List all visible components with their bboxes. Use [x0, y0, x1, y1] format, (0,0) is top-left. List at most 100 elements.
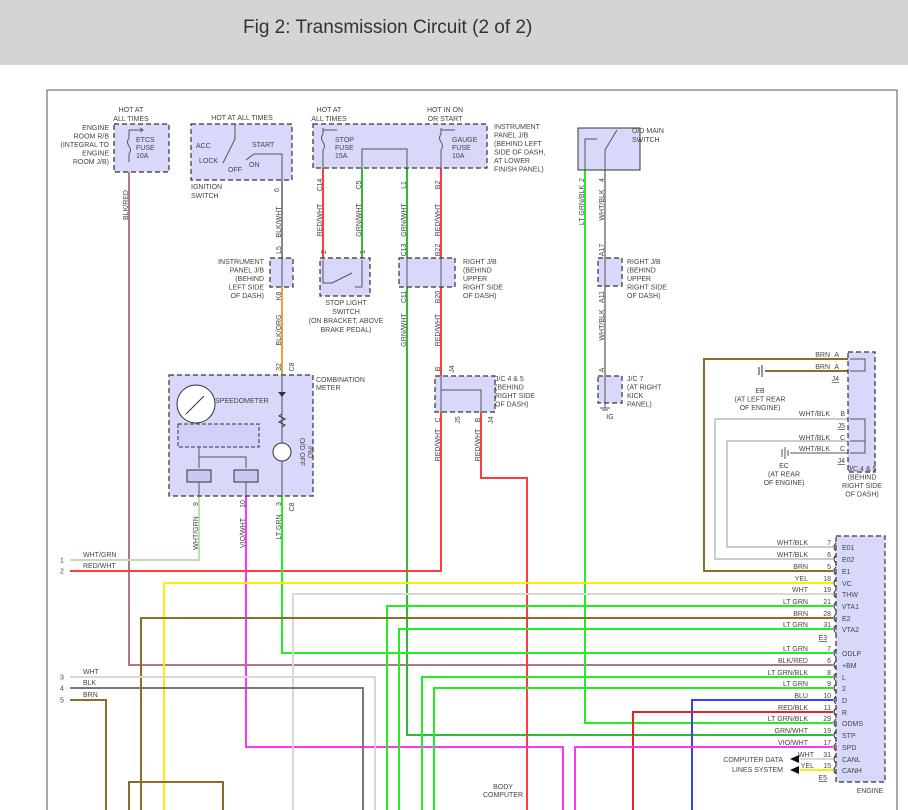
wire-label-wht-grn: WHT/GRN — [193, 516, 200, 549]
connector-symbol — [833, 672, 837, 682]
wire-label-red-wht-1: RED/WHT — [317, 203, 324, 236]
svg-text:B: B — [840, 411, 845, 418]
pin-name: VC — [842, 581, 852, 588]
pin-name: THW — [842, 592, 858, 599]
wire-label-meter-3: 3 — [276, 502, 283, 506]
svg-text:1: 1 — [360, 250, 367, 254]
pin-name: D — [842, 698, 847, 705]
connector-symbol — [833, 624, 837, 634]
pin-name: E2 — [842, 616, 851, 623]
wire-label-l5: L5 — [276, 246, 283, 254]
wire-brn-bottom-box — [128, 781, 224, 810]
pin-wire: RED/BLK — [778, 705, 808, 712]
pin-number: 19 — [823, 728, 831, 735]
pin-wire: YEL — [795, 576, 808, 583]
wire-lt-grn-vta2 — [398, 628, 833, 810]
left-line-wire: RED/WHT — [83, 563, 116, 570]
pin-name: SPD — [842, 745, 856, 752]
pin-number: 6 — [827, 658, 831, 665]
wire-label-blk-red: BLK/RED — [123, 190, 130, 220]
wire-label-blk-org: BLK/ORG — [276, 314, 283, 345]
svg-text:J4: J4 — [832, 376, 840, 383]
svg-text:BRN: BRN — [815, 352, 830, 359]
left-line-wire: WHT — [83, 669, 100, 676]
page-title: Fig 2: Transmission Circuit (2 of 2) — [243, 17, 533, 38]
wire-lt-grn-blk-odms — [584, 170, 833, 724]
wires — [70, 168, 848, 810]
pin-name: R — [842, 710, 847, 717]
wire-label-jc-j4-out: J4 — [488, 416, 495, 424]
wire-label-wht-blk-1: WHT/BLK — [599, 189, 606, 220]
wire-label-jc-b-out: B — [475, 417, 482, 422]
wire-label-lt-grn-blk: LT GRN/BLK — [579, 185, 586, 226]
pin-wire: BRN — [793, 611, 808, 618]
wire-label-c11: C11 — [401, 291, 408, 303]
wire-label-c14: C14 — [317, 178, 324, 191]
pin-wire: WHT — [792, 587, 809, 594]
ecm-pin-vc: 18 YEL VC — [795, 576, 852, 588]
pin-wire: YEL — [801, 763, 814, 770]
ground-ig-label: IG — [606, 414, 613, 421]
svg-text:E5: E5 — [818, 775, 827, 782]
pin-name: E1 — [842, 569, 851, 576]
connector-symbol — [833, 601, 837, 611]
wire-jc-b-red-wht — [480, 412, 528, 810]
pin-wire: WHT — [798, 752, 815, 759]
svg-text:O/D OFFIND: O/D OFFIND — [298, 438, 313, 466]
wire-yel-vc — [163, 582, 833, 810]
wire-wht-blk-e02 — [714, 418, 848, 560]
pin-name: ODLP — [842, 651, 861, 658]
svg-text:ON: ON — [249, 162, 260, 169]
svg-text:E3: E3 — [818, 635, 827, 642]
svg-text:WHT/BLK: WHT/BLK — [799, 435, 830, 442]
pin-wire: BRN — [793, 564, 808, 571]
pin-number: 10 — [823, 693, 831, 700]
connector-symbol — [833, 754, 837, 764]
pin-wire: WHT/BLK — [777, 540, 808, 547]
wire-label-red-wht-4: RED/WHT — [435, 428, 442, 461]
wire-label-jc-b-in: B — [435, 366, 442, 371]
pin-number: 28 — [823, 611, 831, 618]
svg-text:LOCK: LOCK — [199, 158, 218, 165]
connector-symbol — [833, 707, 837, 717]
pin-number: 21 — [823, 599, 831, 606]
svg-text:ACC: ACC — [196, 143, 211, 150]
wire-label-meter-c8-top: C8 — [289, 362, 296, 371]
svg-text:J4: J4 — [838, 458, 846, 465]
wire-left-5-brn — [70, 699, 107, 810]
wire-label-red-wht-5: RED/WHT — [475, 428, 482, 461]
pin-number: 18 — [823, 576, 831, 583]
wire-label-wht-blk-2: WHT/BLK — [599, 309, 606, 340]
wire-label-od-2: 2 — [579, 178, 586, 182]
pin-name: ODMS — [842, 721, 863, 728]
connector-symbol — [833, 765, 837, 775]
vertical-wire-labels: BLK/REDBLK/WHTL5K8BLK/ORGC14RED/WHTC5GRN… — [123, 178, 606, 550]
header-bar: Fig 2: Transmission Circuit (2 of 2) — [0, 0, 908, 65]
